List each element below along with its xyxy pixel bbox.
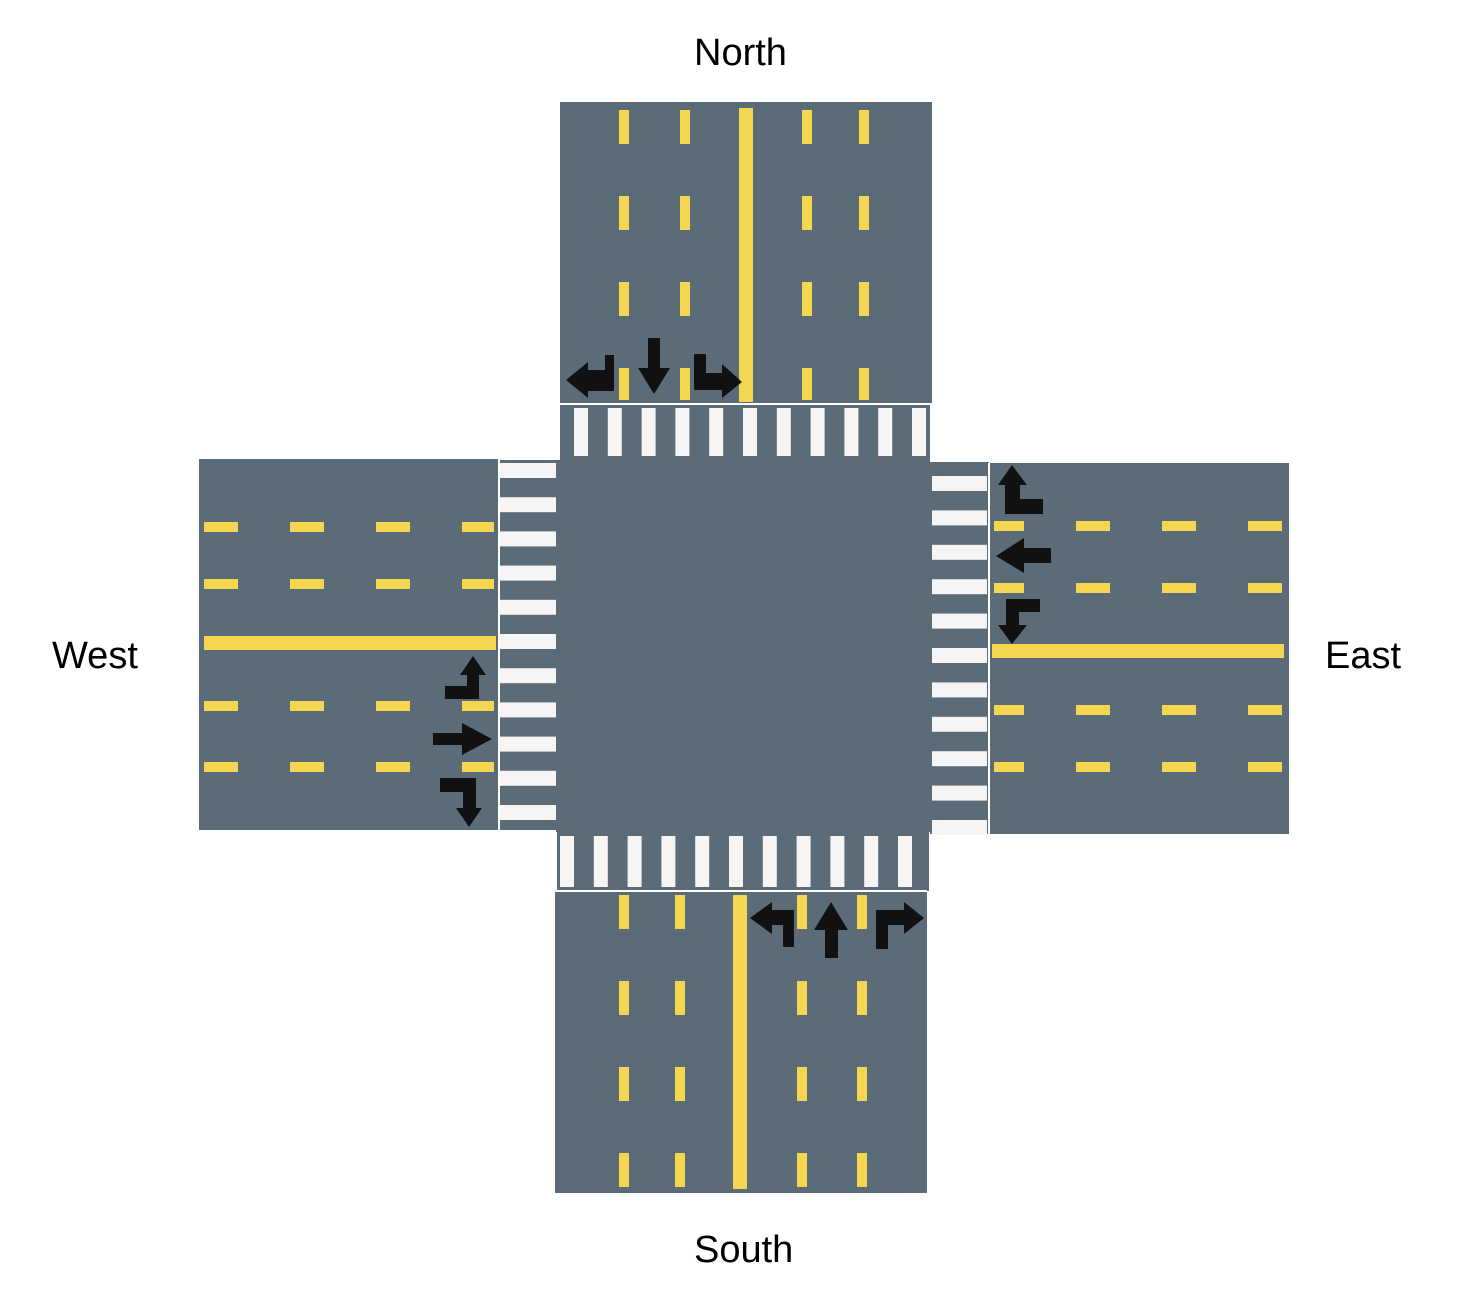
crosswalk-stripe — [932, 682, 987, 698]
left-turn-arrow — [694, 354, 742, 398]
road-surfaces — [199, 102, 1289, 1193]
through-arrow — [638, 338, 670, 394]
crosswalk-stripe — [729, 836, 743, 887]
crosswalk-stripe — [932, 613, 987, 629]
crosswalk-stripe — [641, 408, 656, 456]
crosswalk-stripe — [607, 408, 622, 456]
right-turn-arrow — [440, 778, 482, 827]
crosswalk-stripe — [743, 408, 757, 456]
crosswalk-stripe — [574, 408, 588, 456]
crosswalk-stripe — [932, 716, 987, 732]
stop-lines — [498, 403, 990, 892]
crosswalk-stripe — [500, 702, 556, 718]
crosswalk-stripe — [864, 836, 879, 887]
crosswalk-stripe — [500, 805, 556, 820]
crosswalk-stripe — [500, 770, 556, 786]
west-turn-arrows — [433, 656, 492, 827]
right-turn-arrow — [998, 465, 1043, 514]
crosswalk-stripe — [932, 751, 987, 767]
turn-arrows — [433, 338, 1051, 958]
crosswalk-stripe — [627, 836, 642, 887]
right-turn-arrow — [566, 355, 614, 398]
through-arrow — [433, 723, 492, 755]
south-turn-arrows — [750, 902, 924, 958]
crosswalk-stripe — [932, 648, 987, 663]
north-lane-markings — [619, 108, 869, 402]
left-turn-arrow — [445, 656, 486, 699]
crosswalk-stripe — [830, 836, 845, 887]
crosswalk-stripe — [932, 476, 987, 491]
crosswalks — [500, 408, 987, 887]
lane-markings — [204, 108, 1284, 1189]
crosswalk-stripe — [675, 408, 690, 456]
crosswalk-stripe — [500, 565, 556, 581]
through-arrow — [996, 538, 1051, 573]
crosswalk-stripe — [593, 836, 608, 887]
crosswalk-stripe — [500, 531, 556, 547]
north-turn-arrows — [566, 338, 742, 398]
crosswalk-stripe — [932, 544, 987, 560]
crosswalk-stripe — [762, 836, 777, 887]
crosswalk-stripe — [932, 820, 987, 835]
east-turn-arrows — [996, 465, 1051, 644]
crosswalk-stripe — [500, 668, 556, 684]
south-label: South — [694, 1229, 794, 1271]
crosswalk-stripe — [709, 408, 724, 456]
crosswalk-stripe — [898, 836, 912, 887]
crosswalk-stripe — [500, 599, 556, 615]
crosswalk-stripe — [500, 634, 556, 649]
west-label: West — [52, 635, 138, 677]
crosswalk-stripe — [844, 408, 859, 456]
crosswalk-stripe — [810, 408, 825, 456]
crosswalk-stripe — [560, 836, 574, 887]
left-turn-arrow — [750, 902, 794, 947]
crosswalk-stripe — [500, 497, 556, 513]
intersection-box — [556, 460, 930, 832]
crosswalk-stripe — [932, 579, 987, 595]
crosswalk-stripe — [878, 408, 893, 456]
crosswalk-stripe — [796, 836, 811, 887]
crosswalk-stripe — [912, 408, 926, 456]
crosswalk-stripe — [500, 463, 556, 478]
right-turn-arrow — [876, 902, 924, 949]
crosswalk-stripe — [661, 836, 676, 887]
crosswalk-stripe — [776, 408, 791, 456]
east-label: East — [1325, 635, 1402, 677]
crosswalk-stripe — [695, 836, 710, 887]
south-lane-markings — [619, 895, 867, 1189]
crosswalk-stripe — [932, 785, 987, 801]
crosswalk-stripe — [932, 510, 987, 526]
left-turn-arrow — [998, 599, 1040, 644]
through-arrow — [814, 902, 848, 958]
west-lane-markings — [204, 522, 496, 772]
east-lane-markings — [992, 521, 1284, 772]
crosswalk-stripe — [500, 736, 556, 752]
north-label: North — [694, 32, 787, 74]
